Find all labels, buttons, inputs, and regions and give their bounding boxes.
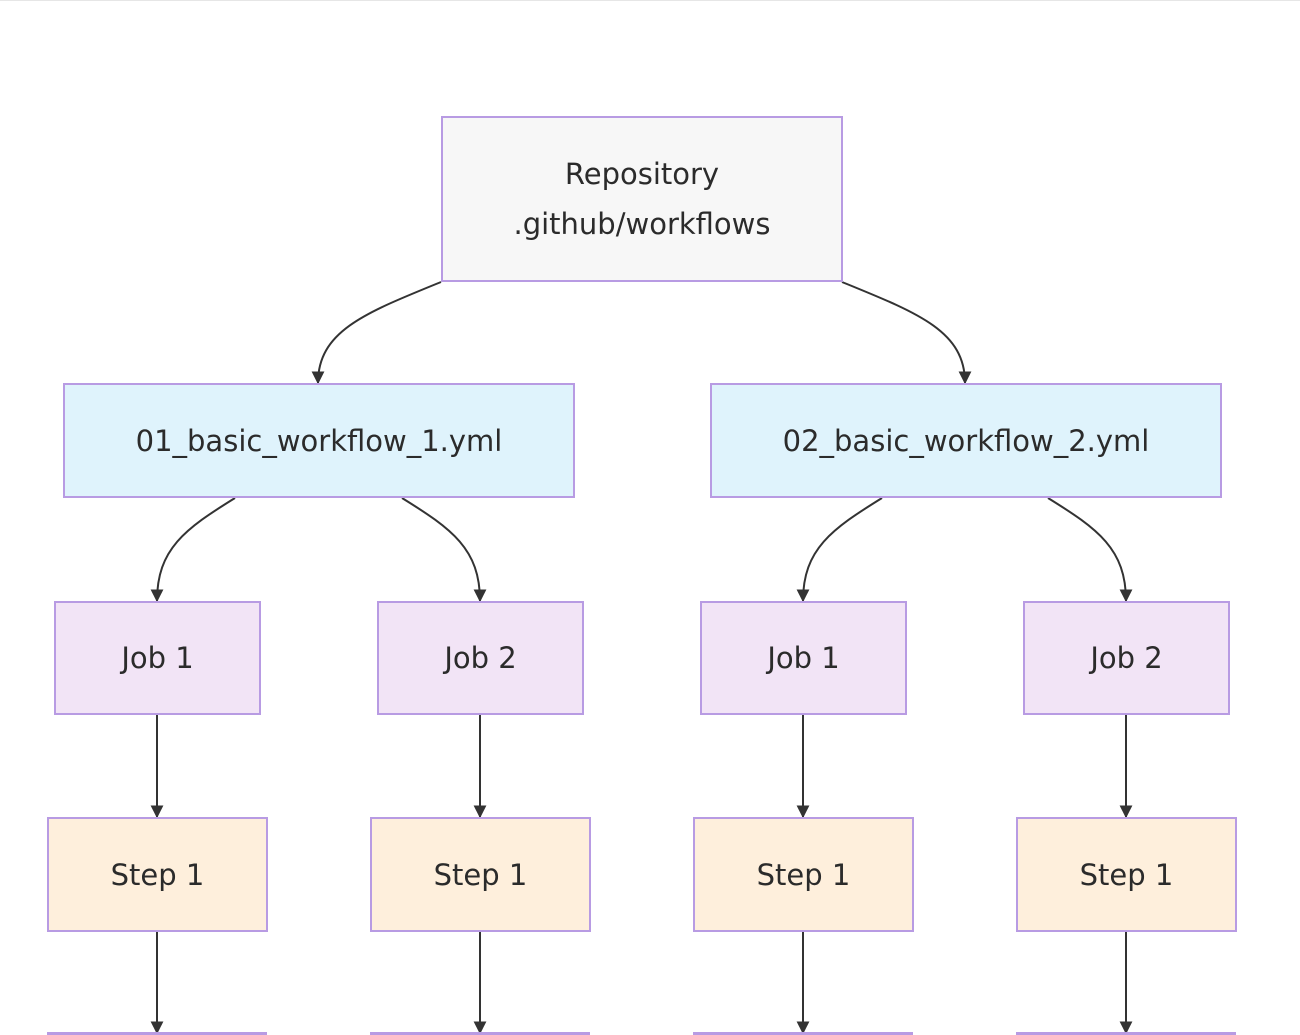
edge-workflow-1-to-job-1 [150, 497, 236, 603]
repository-path: .github/workflows [513, 207, 771, 241]
next-node-peek-2 [370, 1032, 590, 1035]
next-node-peek-4 [1016, 1032, 1236, 1035]
wf2-job-2-step-label: Step 1 [1079, 857, 1174, 892]
edge-repo-to-workflow-1 [311, 281, 442, 385]
wf1-job-1-step-node: Step 1 [47, 817, 268, 932]
repository-node: Repository .github/workflows [441, 116, 843, 282]
workflow-2-label: 02_basic_workflow_2.yml [782, 423, 1150, 458]
next-node-peek-3 [693, 1032, 913, 1035]
wf2-job-2-label: Job 2 [1090, 641, 1163, 675]
workflow-node-2: 02_basic_workflow_2.yml [710, 383, 1222, 498]
wf2-job-1-step-label: Step 1 [756, 857, 851, 892]
edge-workflow-2-to-job-2 [1047, 497, 1133, 603]
edge-workflow-1-to-job-2 [401, 497, 487, 603]
workflow-node-1: 01_basic_workflow_1.yml [63, 383, 575, 498]
edge-repo-to-workflow-2 [841, 281, 972, 385]
wf1-job-1-node: Job 1 [54, 601, 261, 715]
wf2-job-2-step-node: Step 1 [1016, 817, 1237, 932]
wf2-job-1-step-node: Step 1 [693, 817, 914, 932]
wf2-job-1-label: Job 1 [767, 641, 840, 675]
wf1-job-2-label: Job 2 [444, 641, 517, 675]
workflow-1-label: 01_basic_workflow_1.yml [135, 423, 503, 458]
next-node-peek-1 [47, 1032, 267, 1035]
wf2-job-1-node: Job 1 [700, 601, 907, 715]
wf1-job-2-node: Job 2 [377, 601, 584, 715]
wf1-job-2-step-label: Step 1 [433, 857, 528, 892]
wf1-job-1-step-label: Step 1 [110, 857, 205, 892]
repository-title: Repository [564, 157, 720, 191]
wf1-job-1-label: Job 1 [121, 641, 194, 675]
wf2-job-2-node: Job 2 [1023, 601, 1230, 715]
edge-workflow-2-to-job-1 [796, 497, 883, 603]
wf1-job-2-step-node: Step 1 [370, 817, 591, 932]
